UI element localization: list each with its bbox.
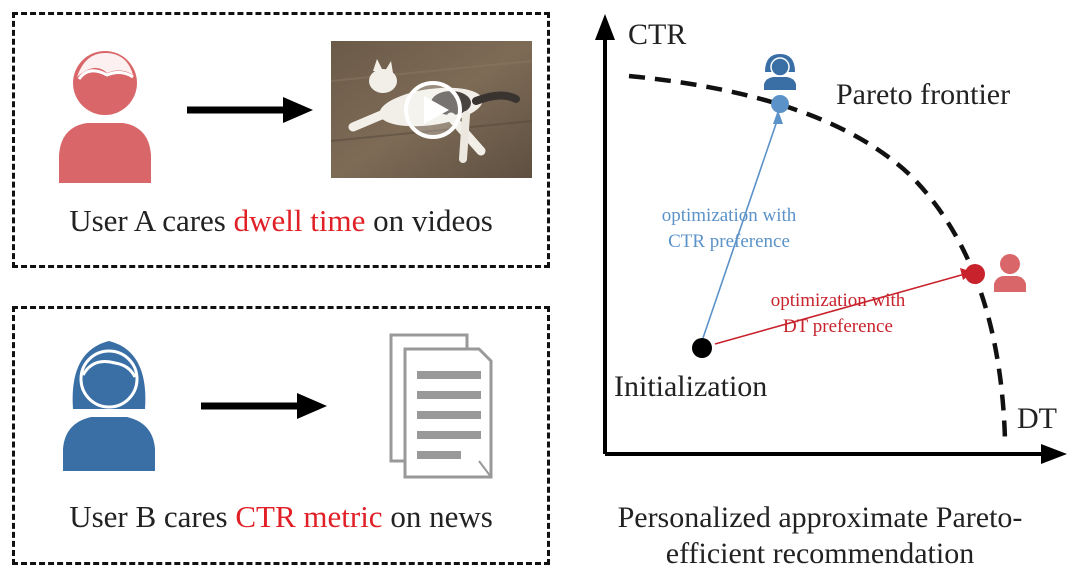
video-thumbnail [331, 41, 532, 178]
dt-preference-line: DT preference [783, 316, 893, 337]
ctr-optimization-arrow [702, 117, 779, 339]
caption-text: User B cares [69, 499, 236, 534]
figure-title: Personalized approximate Pareto- efficie… [565, 500, 1075, 572]
figure-title-line: efficient recommendation [665, 537, 975, 570]
ctr-preference-line: CTR preference [668, 231, 790, 252]
user-a-panel: User A cares dwell time on videos [12, 12, 550, 268]
caption-text: on videos [365, 203, 493, 238]
initialization-label: Initialization [614, 370, 768, 403]
caption-highlight: dwell time [233, 203, 366, 238]
user-b-caption: User B cares CTR metric on news [15, 499, 547, 535]
ctr-preference-point [771, 95, 789, 113]
arrow-right-icon [201, 393, 327, 419]
user-b-panel: User B cares CTR metric on news [12, 306, 550, 565]
dt-preference-line: optimization with [770, 290, 906, 311]
user-a-caption: User A cares dwell time on videos [15, 203, 547, 239]
y-axis-arrowhead [595, 14, 615, 40]
news-documents-icon [389, 333, 493, 479]
ctr-preference-label: optimization with CTR preference [646, 203, 812, 255]
ctr-arrowhead [773, 110, 783, 124]
user-b-icon [63, 341, 155, 471]
caption-text: on news [382, 499, 493, 534]
caption-highlight: CTR metric [235, 499, 383, 534]
ctr-preference-line: optimization with [661, 205, 797, 226]
arrow-right-icon [187, 97, 313, 123]
dt-preference-label: optimization with DT preference [748, 288, 928, 340]
dt-optimization-arrow [714, 273, 966, 345]
pareto-chart [595, 14, 1067, 464]
user-a-icon [59, 51, 151, 183]
pareto-frontier-label: Pareto frontier [836, 78, 1011, 111]
pareto-frontier-curve [628, 73, 1008, 441]
initialization-point [692, 338, 712, 358]
figure-title-line: Personalized approximate Pareto- [617, 501, 1023, 534]
dt-preference-point [965, 264, 985, 284]
y-axis-label: CTR [628, 18, 687, 51]
x-axis-label: DT [1017, 402, 1057, 435]
caption-text: User A cares [69, 203, 234, 238]
user-a-mini-icon [994, 254, 1026, 292]
user-b-mini-icon [764, 54, 796, 90]
x-axis-arrowhead [1041, 444, 1067, 464]
